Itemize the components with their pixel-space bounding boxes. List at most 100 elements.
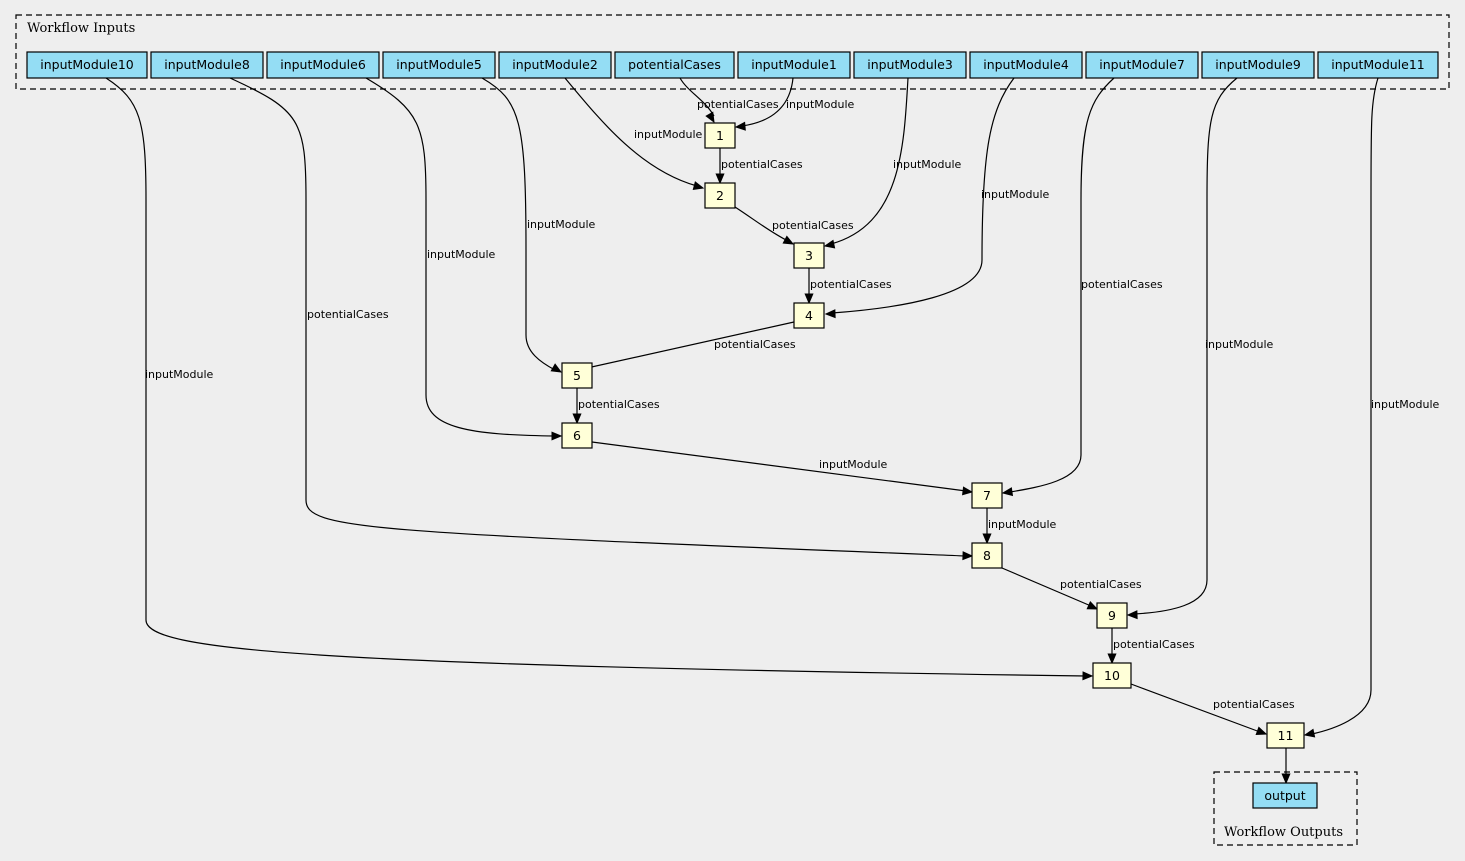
input-node-inputModule2[interactable]: inputModule2 (498, 51, 612, 79)
edge-label: inputModule (981, 188, 1050, 201)
input-node-label: inputModule1 (751, 57, 837, 72)
input-node-inputModule10[interactable]: inputModule10 (26, 51, 148, 79)
step-node-3[interactable]: 3 (793, 242, 825, 269)
edge-line (734, 206, 789, 242)
input-node-inputModule11[interactable]: inputModule11 (1317, 51, 1439, 79)
output-node-box (1252, 782, 1318, 809)
edge-line (365, 77, 556, 437)
input-node-box (266, 51, 380, 79)
step-node-label: 9 (1108, 608, 1116, 623)
input-node-label: inputModule7 (1099, 57, 1185, 72)
edge-7-to-8: potentialCases (229, 77, 974, 561)
edge-line (831, 77, 1015, 314)
step-node-8[interactable]: 8 (971, 542, 1003, 569)
input-node-label: potentialCases (628, 57, 721, 72)
edge-line (1130, 683, 1261, 733)
edge-1-to-2: potentialCases (715, 148, 803, 185)
arrowhead-icon (1281, 773, 1291, 785)
input-node-box (1201, 51, 1315, 79)
edge-inputModule9-to-9: inputModule (1126, 77, 1274, 620)
edge-inputModule4-to-4: inputModule (824, 77, 1050, 319)
step-node-label: 10 (1104, 668, 1120, 683)
edge-inputModule2-to-2: inputModule (564, 77, 705, 190)
edge-label: inputModule (786, 98, 855, 111)
edge-inputModule6-to-6: inputModule (365, 77, 563, 441)
input-node-box (1317, 51, 1439, 79)
step-node-9[interactable]: 9 (1096, 602, 1128, 629)
input-node-inputModule3[interactable]: inputModule3 (853, 51, 967, 79)
edge-line (481, 77, 556, 371)
edge-line (741, 77, 794, 127)
input-node-inputModule9[interactable]: inputModule9 (1201, 51, 1315, 79)
edge-label: inputModule (145, 368, 214, 381)
step-node-1[interactable]: 1 (704, 122, 736, 149)
arrowhead-icon (804, 293, 814, 305)
input-node-inputModule7[interactable]: inputModule7 (1085, 51, 1199, 79)
step-node-box (704, 182, 736, 209)
step-node-box (1092, 662, 1132, 689)
edge-label: potentialCases (1113, 638, 1195, 651)
input-node-inputModule4[interactable]: inputModule4 (969, 51, 1083, 79)
edge-label: inputModule (634, 128, 703, 141)
step-node-label: 5 (573, 368, 581, 383)
arrowhead-icon (782, 235, 795, 245)
arrowhead-icon (692, 181, 705, 190)
input-node-potentialCases[interactable]: potentialCases (614, 51, 735, 79)
arrowhead-icon (1001, 487, 1014, 497)
input-node-inputModule5[interactable]: inputModule5 (382, 51, 496, 79)
edge-label: inputModule (893, 158, 962, 171)
arrowhead-icon (1303, 728, 1316, 738)
edge-6-to-7: potentialCases (1001, 77, 1163, 497)
input-node-inputModule6[interactable]: inputModule6 (266, 51, 380, 79)
edge-line (1009, 77, 1115, 493)
input-node-box (26, 51, 148, 79)
step-node-box (1266, 722, 1305, 749)
edge-line (105, 77, 1087, 677)
edge-line (564, 77, 698, 187)
step-node-box (561, 362, 593, 389)
edge-label: potentialCases (307, 308, 389, 321)
input-node-box (382, 51, 496, 79)
step-node-11[interactable]: 11 (1266, 722, 1305, 749)
edge-5-to-6: potentialCases (572, 388, 660, 425)
edge-8-to-9: potentialCases (1001, 567, 1142, 610)
input-node-box (737, 51, 851, 79)
arrowhead-icon (962, 551, 974, 561)
edge-inputModule11-to-11: inputModule (1303, 77, 1440, 738)
edge-inputModule8-to-8: inputModule (982, 508, 1057, 545)
edge-label: inputModule (819, 458, 888, 471)
arrowhead-icon (715, 173, 725, 185)
step-node-2[interactable]: 2 (704, 182, 736, 209)
step-node-4[interactable]: 4 (793, 302, 825, 329)
edge-line (568, 321, 795, 373)
input-node-inputModule1[interactable]: inputModule1 (737, 51, 851, 79)
input-node-label: inputModule8 (164, 57, 250, 72)
edge-2-to-3: potentialCases (734, 206, 854, 245)
arrowhead-icon (550, 363, 563, 373)
edge-inputModule10-to-10: inputModule (105, 77, 1094, 681)
edge-label: inputModule (427, 248, 496, 261)
step-node-7[interactable]: 7 (971, 482, 1003, 509)
step-node-box (971, 542, 1003, 569)
step-node-label: 1 (716, 128, 724, 143)
arrowhead-icon (1082, 671, 1094, 681)
edge-inputModule1-to-1: inputModule (734, 77, 855, 131)
step-node-label: 6 (573, 428, 581, 443)
input-node-label: inputModule5 (396, 57, 482, 72)
arrowhead-icon (1255, 726, 1268, 736)
arrowhead-icon (734, 121, 746, 131)
edge-label: potentialCases (721, 158, 803, 171)
input-node-box (969, 51, 1083, 79)
step-node-5[interactable]: 5 (561, 362, 593, 389)
edge-line (591, 441, 967, 492)
step-node-6[interactable]: 6 (561, 422, 593, 449)
step-node-10[interactable]: 10 (1092, 662, 1132, 689)
edge-line (679, 77, 715, 117)
edge-inputModule7-to-7: inputModule (591, 441, 974, 496)
edge-10-to-11: potentialCases (1130, 683, 1295, 736)
output-node[interactable]: output (1252, 782, 1318, 809)
input-node-inputModule8[interactable]: inputModule8 (150, 51, 264, 79)
edge-line (1133, 77, 1238, 615)
